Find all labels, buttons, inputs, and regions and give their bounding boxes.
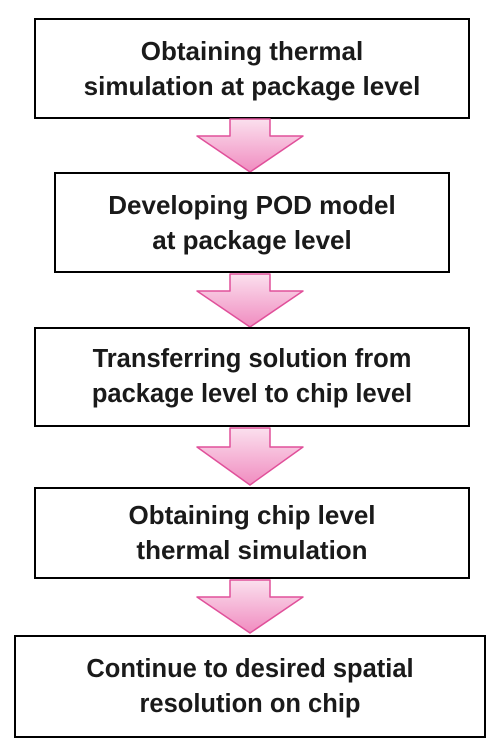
step-box-transferring-solution: Transferring solution from package level… — [34, 327, 470, 427]
step-box-developing-pod-model: Developing POD model at package level — [54, 172, 450, 273]
step-label: Obtaining chip level thermal simulation — [128, 500, 376, 565]
down-arrow-icon — [196, 427, 304, 486]
step-box-continue-spatial-resolution: Continue to desired spatial resolution o… — [14, 635, 486, 738]
step-label: Developing POD model at package level — [108, 189, 396, 255]
step-label: Continue to desired spatial resolution o… — [86, 654, 414, 718]
down-arrow-icon — [196, 118, 304, 173]
step-box-obtaining-chip-simulation: Obtaining chip level thermal simulation — [34, 487, 470, 579]
step-box-obtaining-package-simulation: Obtaining thermal simulation at package … — [34, 18, 470, 119]
step-label: Transferring solution from package level… — [91, 345, 413, 408]
down-arrow-icon — [196, 273, 304, 328]
down-arrow-icon — [196, 579, 304, 634]
step-label: Obtaining thermal simulation at package … — [83, 35, 421, 101]
